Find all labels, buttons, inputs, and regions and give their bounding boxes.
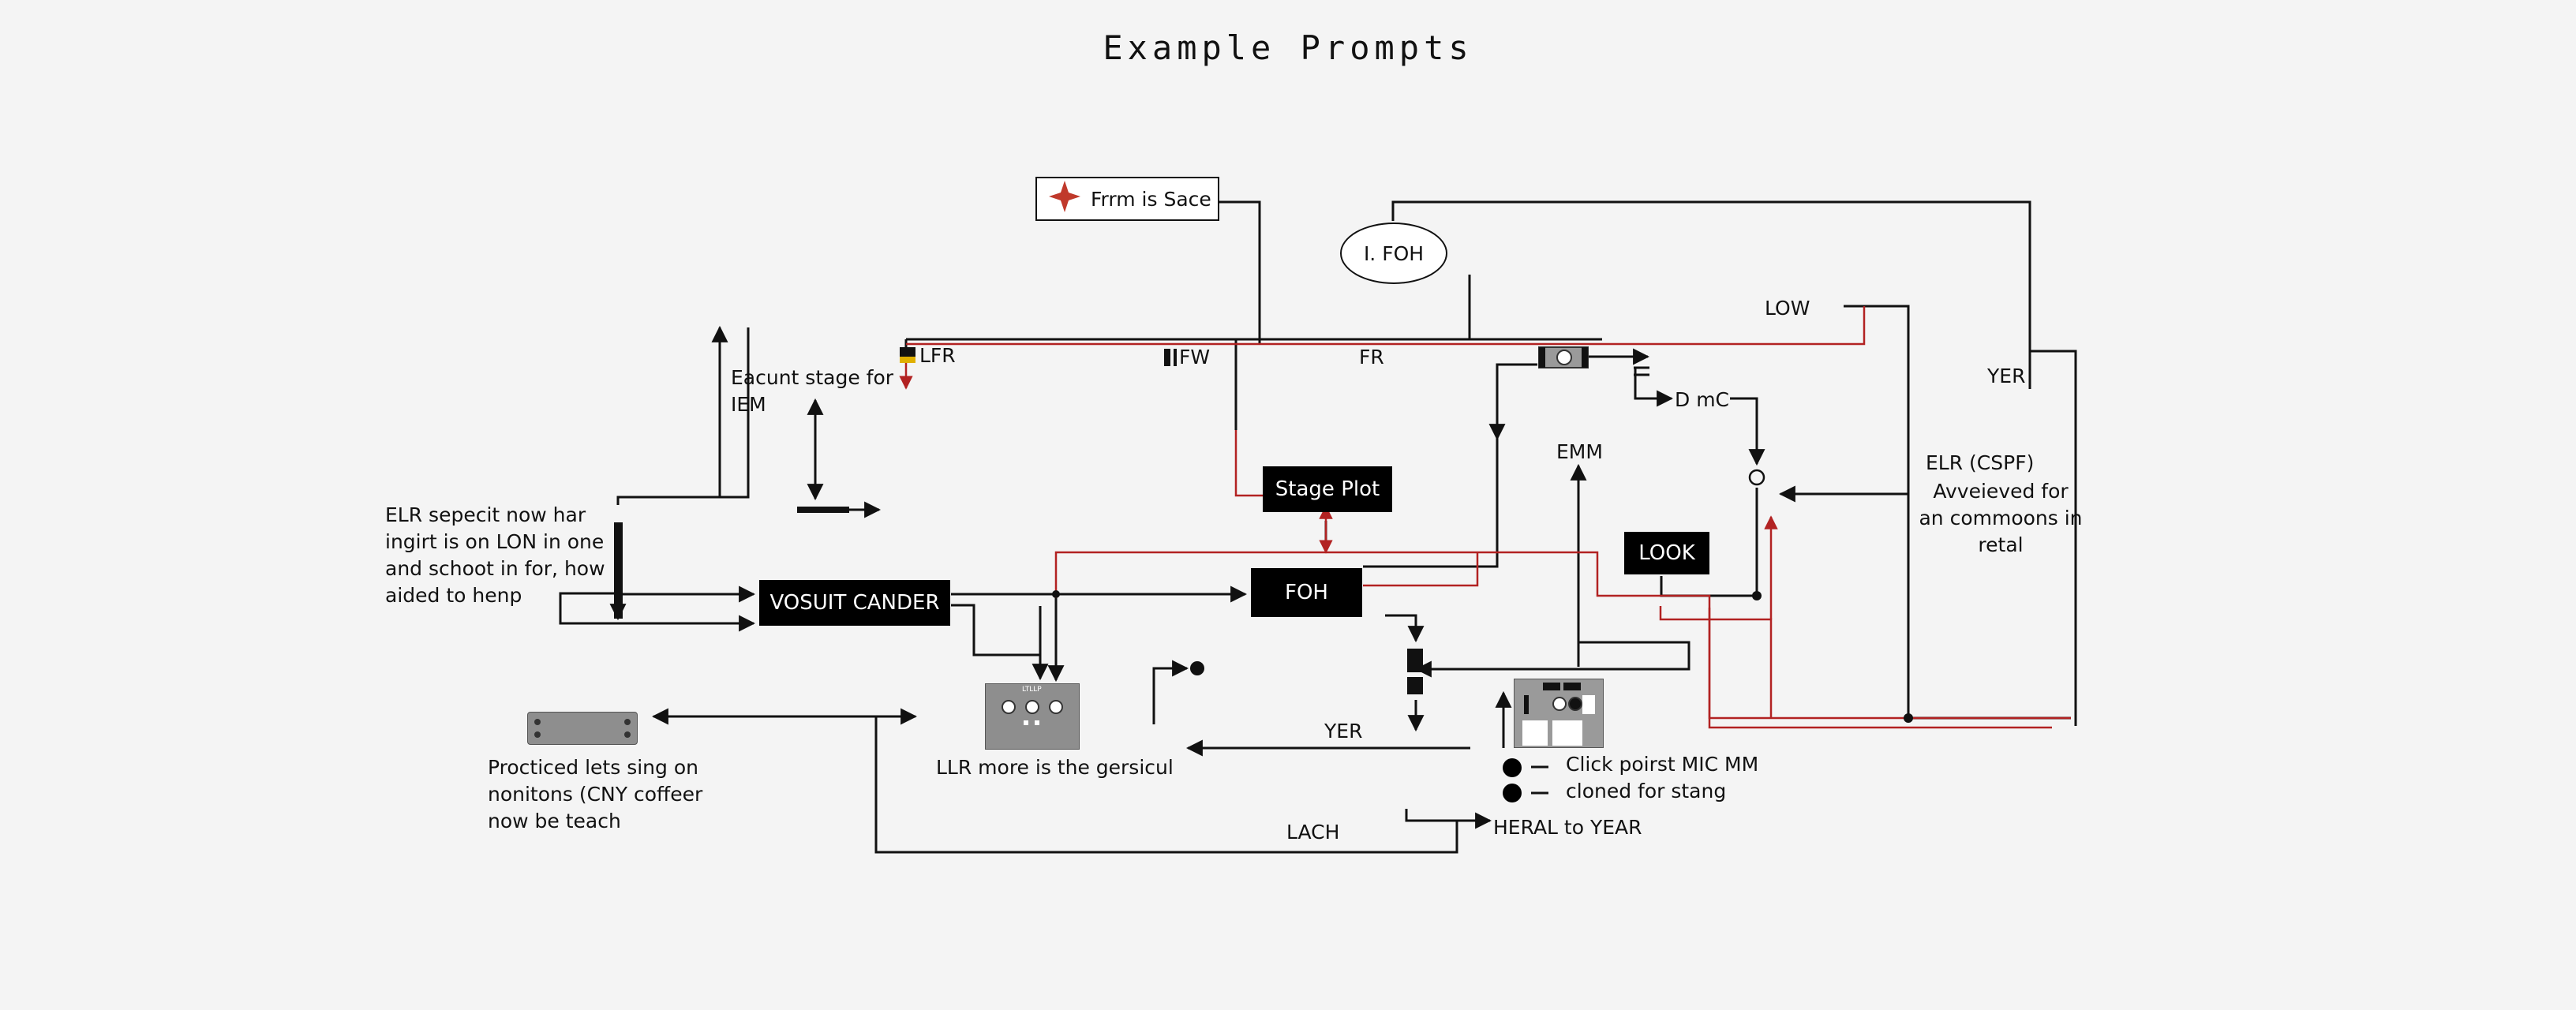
emm-label: EMM: [1556, 440, 1603, 463]
four-point-star-icon: [1048, 180, 1081, 218]
llr-label: LLR more is the gersicul: [936, 756, 1174, 779]
ifoh-label: I. FOH: [1363, 241, 1425, 265]
stage-plot-label: Stage Plot: [1275, 477, 1380, 501]
eacunt-label: Eacunt stage for IEM: [731, 366, 894, 416]
rack-plate-device: [527, 712, 638, 745]
llr-mixer-device: LTLLP: [985, 683, 1080, 750]
foh-label: FOH: [1285, 581, 1328, 604]
look-label: LOOK: [1638, 541, 1695, 565]
lfr-label: LFR: [919, 344, 956, 367]
console-device: [1514, 679, 1604, 748]
elr-cspf-label: ELR (CSPF): [1926, 451, 2035, 474]
device-tiny-label: LTLLP: [1022, 686, 1042, 694]
avveieved-label: Avveieved for an commoons in retal: [1919, 480, 2083, 556]
fr-label: FR: [1359, 346, 1384, 368]
elr-sepecit-label: ELR sepecit now har ingirt is on LON in …: [385, 503, 605, 607]
cloned-label: cloned for stang: [1566, 780, 1727, 802]
procticed-label: Procticed lets sing on nonitons (CNY cof…: [488, 756, 703, 832]
foh-node[interactable]: FOH: [1251, 568, 1362, 617]
fw-label: FW: [1179, 346, 1211, 368]
page-title: Example Prompts: [1103, 28, 1473, 67]
heral-label: HERAL to YEAR: [1493, 816, 1642, 839]
vosuit-cander-label: VOSUIT CANDER: [769, 591, 940, 615]
low-label: LOW: [1765, 297, 1810, 320]
legend-dot-2: [1503, 784, 1522, 802]
frrm-label: Frrm is Sace: [1091, 187, 1211, 211]
yer-mid-label: YER: [1324, 720, 1363, 743]
dmc-label: D mC: [1675, 388, 1730, 411]
look-node[interactable]: LOOK: [1624, 532, 1709, 574]
vosuit-cander-node[interactable]: VOSUIT CANDER: [759, 580, 950, 626]
stage-plot-node[interactable]: Stage Plot: [1263, 466, 1392, 512]
ifoh-node[interactable]: I. FOH: [1340, 223, 1447, 284]
yer-right-label: YER: [1987, 365, 2026, 387]
lach-label: LACH: [1286, 821, 1340, 844]
legend-dot-1: [1503, 758, 1522, 777]
frrm-node[interactable]: Frrm is Sace: [1035, 177, 1219, 221]
click-label: Click poirst MIC MM: [1566, 753, 1759, 776]
